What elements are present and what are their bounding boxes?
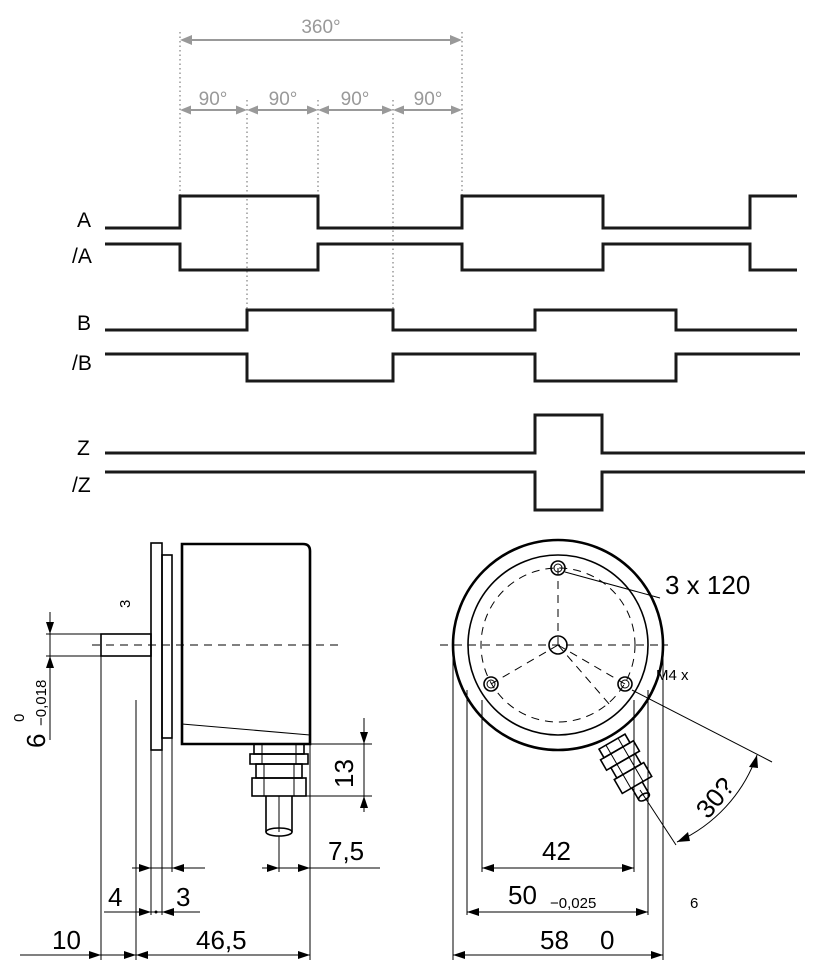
radial-line xyxy=(557,644,611,706)
signal-label-a-inverted: /A xyxy=(72,245,92,268)
arrowhead xyxy=(360,796,368,808)
dia-58-label: 58 xyxy=(540,925,569,955)
flange-thickness-label: 3 xyxy=(117,600,134,608)
quarter-label: 90° xyxy=(199,89,228,110)
waveform-z-inverted xyxy=(105,470,805,512)
waveform-z xyxy=(105,413,805,455)
flange-plate xyxy=(161,554,173,739)
mounting-hole xyxy=(483,676,499,692)
dia-50-tolerance: −0,025 xyxy=(550,895,596,912)
arrowhead xyxy=(677,832,690,842)
arrowhead xyxy=(453,951,465,959)
signal-label-b: B xyxy=(77,312,91,335)
arrowhead xyxy=(162,908,174,916)
radial-line xyxy=(557,644,626,685)
dimension-dot xyxy=(154,910,158,914)
arrowhead xyxy=(318,105,329,115)
holes-callout: 3 x 120 xyxy=(665,570,750,600)
arrowhead xyxy=(236,105,247,115)
arrowhead xyxy=(247,105,258,115)
arrowhead xyxy=(180,35,192,45)
arrowhead xyxy=(298,864,310,872)
angle-leg xyxy=(639,789,677,846)
encoder-body xyxy=(180,542,312,746)
gland-offset-label: 7,5 xyxy=(328,836,364,866)
bolt-circle xyxy=(480,567,636,723)
dim-46-5-label: 46,5 xyxy=(196,925,247,955)
body-edge xyxy=(181,723,311,736)
signal-label-z-inverted: /Z xyxy=(72,474,91,497)
mounting-hole xyxy=(617,676,633,692)
quarter-dimensions: 90° 90° 90° 90° xyxy=(180,89,462,115)
arrowhead xyxy=(46,622,54,634)
arrowhead xyxy=(298,951,310,959)
radial-line xyxy=(490,644,559,685)
arrowhead xyxy=(651,951,663,959)
thread-callout: M4 x xyxy=(656,667,689,684)
side-view: 6 0 −0,018 3 13 7,5 4 3 xyxy=(11,542,380,960)
signal-label-a: A xyxy=(77,209,91,232)
waveform-a-inverted xyxy=(105,242,797,272)
arrowhead xyxy=(482,864,494,872)
leader-line xyxy=(564,571,661,599)
outer-housing xyxy=(451,538,665,752)
waveform-b xyxy=(105,308,797,332)
arrowhead xyxy=(393,105,404,115)
gland-nut xyxy=(249,753,309,765)
period-label: 360° xyxy=(301,17,340,38)
arrowhead xyxy=(622,864,634,872)
flange-plate xyxy=(150,542,163,751)
gland-body xyxy=(255,763,303,779)
arrowhead xyxy=(139,864,151,872)
angle-label: 30? xyxy=(690,771,741,824)
shaft-tolerance-lower: −0,018 xyxy=(33,680,50,726)
arrowhead xyxy=(451,105,462,115)
arrowhead xyxy=(749,755,758,768)
signal-label-b-inverted: /B xyxy=(72,352,92,375)
arrowhead xyxy=(467,908,479,916)
shaft-tolerance-upper: 0 xyxy=(11,714,28,722)
arrowhead xyxy=(307,105,318,115)
quarter-label: 90° xyxy=(269,89,298,110)
arrowhead xyxy=(450,35,462,45)
dim-10-label: 10 xyxy=(52,925,81,955)
dim-4-label: 4 xyxy=(108,882,122,912)
arrowhead xyxy=(46,656,54,668)
timing-diagram: 360° 90° 90° 90° 90° A /A B /B Z /Z xyxy=(72,17,805,512)
cable xyxy=(265,796,293,832)
arrowhead xyxy=(382,105,393,115)
quarter-label: 90° xyxy=(414,89,443,110)
arrowhead xyxy=(180,105,191,115)
signal-label-z: Z xyxy=(77,437,90,460)
side-note-6: 6 xyxy=(690,895,698,912)
arrowhead xyxy=(636,908,648,916)
dia-58-tolerance: 0 xyxy=(600,925,614,955)
arrowhead xyxy=(360,732,368,744)
waveform-b-inverted xyxy=(105,352,800,383)
center-shaft xyxy=(548,635,568,655)
arrowhead xyxy=(89,951,101,959)
angle-leg xyxy=(631,689,773,763)
mounting-hole xyxy=(550,560,566,576)
dim-3-label: 3 xyxy=(176,882,190,912)
quarter-label: 90° xyxy=(341,89,370,110)
dia-42-label: 42 xyxy=(542,836,571,866)
arrowhead xyxy=(267,864,279,872)
gland-body xyxy=(251,777,307,797)
shaft-diameter-label: 6 xyxy=(21,734,51,748)
waveform-a xyxy=(105,194,797,230)
angle-arc xyxy=(676,754,758,843)
front-view: 3 x 120 M4 x 30? 42 50 −0,025 6 58 0 xyxy=(440,538,773,960)
cable-gland-angled xyxy=(597,733,653,802)
arrowhead xyxy=(124,951,136,959)
gland-height-label: 13 xyxy=(329,759,359,788)
arrowhead xyxy=(139,908,151,916)
arrowhead xyxy=(136,951,148,959)
dia-50-label: 50 xyxy=(508,880,537,910)
arrowhead xyxy=(172,864,184,872)
